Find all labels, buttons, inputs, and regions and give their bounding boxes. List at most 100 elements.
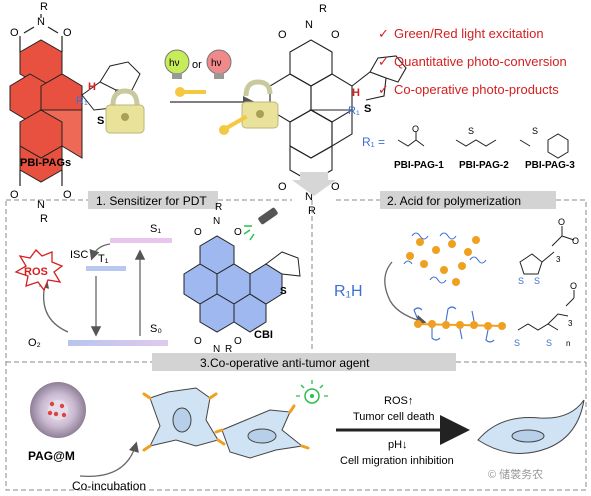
panel1-jablonski: S₁ T₁ ISC S₀ O₂ ROS — [14, 223, 172, 349]
atom-o-pag1: O — [412, 124, 419, 134]
atom-o-top-left-r: O — [278, 29, 287, 41]
panel1-title-bar — [88, 191, 218, 209]
atom-s-mon-2: S — [534, 276, 540, 286]
atom-o-bottom-right: O — [63, 189, 72, 201]
feature-check-3: ✓ — [378, 82, 389, 97]
cbi-molecule: R N O O S O O N R CBI — [183, 202, 301, 355]
ros-burst-icon: ROS — [14, 249, 64, 292]
atom-r-top: R — [40, 1, 48, 13]
panel2-polymerization: R₁H — [334, 217, 579, 348]
atom-o-cbi-tl: O — [194, 227, 202, 238]
atom-n-bottom: N — [37, 199, 45, 211]
atom-h-right-mol: H — [352, 87, 360, 99]
atom-n-cbi-bottom: N — [213, 344, 220, 355]
atom-o-pol-carbonyl: O — [570, 281, 577, 291]
lock-open-icon — [219, 79, 279, 135]
s1-level — [110, 238, 172, 243]
atom-o-bottom-left-r: O — [278, 181, 287, 193]
pbi-pag-molecule: R N O O O O N R S H R₁ — [9, 1, 145, 225]
flashlight-icon — [243, 207, 278, 241]
tumor-cell-1 — [142, 387, 226, 452]
label-pbi-pags: PBI-PAGs — [20, 157, 71, 169]
panel2-title-bar — [380, 191, 556, 209]
feature-list: ✓ Green/Red light excitation ✓ Quantitat… — [378, 26, 567, 97]
atom-s-pol-1: S — [514, 338, 520, 348]
r1h-arc-bottom — [387, 295, 427, 326]
atom-h-left-mol: H — [88, 81, 96, 93]
atom-o-top-right: O — [63, 27, 72, 39]
panel3-title: 3.Co-operative anti-tumor agent — [200, 356, 370, 370]
ros-up-label: ROS↑ — [384, 395, 413, 407]
atom-r-bottom: R — [40, 213, 48, 225]
coincubation-label: Co-incubation — [72, 479, 146, 493]
atom-s-right-mol: S — [364, 103, 371, 115]
pag-label-2: PBI-PAG-2 — [459, 160, 509, 171]
r1h-label: R₁H — [334, 283, 363, 300]
atom-n-cbi-top: N — [213, 216, 220, 227]
feature-item-2: Quantitative photo-conversion — [394, 54, 567, 69]
feature-item-1: Green/Red light excitation — [394, 26, 544, 41]
atom-n-bottom-r: N — [305, 191, 313, 203]
s0-level — [68, 340, 168, 346]
ros-label-p1: ROS — [24, 266, 48, 278]
panel2-title: 2. Acid for polymerization — [387, 194, 521, 208]
r1-definitions: R₁ = O S S PBI-PAG-1 PBI-PAG-2 PBI-PAG-3 — [362, 124, 575, 171]
sub-3-monomer: 3 — [556, 255, 561, 264]
migration-label: Cell migration inhibition — [340, 455, 454, 467]
tumor-cell-2 — [214, 404, 310, 459]
ph-down-label: pH↓ — [388, 439, 408, 451]
tumor-death-label: Tumor cell death — [353, 411, 435, 423]
feature-item-3: Co-operative photo-products — [394, 82, 559, 97]
s0-label: S₀ — [150, 323, 162, 335]
atom-r1-left-mol: R₁ — [76, 95, 88, 107]
green-lightbulb-icon — [296, 380, 328, 404]
isc-label: ISC — [70, 249, 88, 261]
lipoate-polymer: S S n 3 O — [514, 281, 577, 348]
panel1-title: 1. Sensitizer for PDT — [96, 194, 207, 208]
t1-label: T₁ — [98, 253, 109, 265]
pag-m-nanoparticle — [30, 382, 86, 438]
feature-check-2: ✓ — [378, 54, 389, 69]
monomer-chains — [403, 232, 487, 284]
light-excitation-group: hν or hν — [164, 49, 255, 108]
lipoate-monomer: S S 3 O O — [518, 217, 579, 286]
atom-o-cbi-br: O — [234, 336, 242, 347]
green-bulb-icon: hν — [164, 49, 190, 79]
red-bulb-icon: hν — [206, 49, 232, 79]
pag-m-label: PAG@M — [28, 449, 75, 463]
atom-r-top-r: R — [319, 3, 327, 15]
atom-o-mon-ester: O — [572, 236, 579, 246]
atom-s-pag3: S — [532, 126, 538, 136]
r1h-arc-top — [384, 261, 393, 297]
inhibited-cell — [477, 399, 585, 454]
feature-check-1: ✓ — [378, 26, 389, 41]
or-label: or — [192, 59, 202, 71]
panel3-title-bar — [152, 353, 456, 371]
atom-o-cbi-bl: O — [194, 336, 202, 347]
atom-s-pag2: S — [468, 126, 474, 136]
lock-closed-icon — [105, 88, 145, 134]
atom-s-left-mol: S — [97, 115, 104, 127]
atom-n-top: N — [37, 16, 45, 28]
r1-equals: R₁ = — [362, 135, 385, 149]
cbi-label: CBI — [254, 329, 273, 341]
atom-o-top-left: O — [10, 27, 19, 39]
s1-label: S₁ — [150, 223, 161, 235]
atom-o-top-right-r: O — [331, 29, 340, 41]
pag-label-1: PBI-PAG-1 — [394, 160, 444, 171]
atom-o-cbi-tr: O — [234, 227, 242, 238]
polymer-chain — [413, 306, 506, 343]
key-icon — [175, 87, 206, 97]
product-molecule: R N O O O O N R S H R₁ — [219, 3, 407, 217]
sub-n-polymer: n — [566, 339, 570, 348]
dashed-frame — [5, 199, 587, 491]
isc-arrow — [89, 243, 111, 261]
monomer-cluster — [406, 236, 480, 286]
hv-green: hν — [169, 58, 180, 69]
panel3-antitumor: PAG@M Co-incubation ROS↑ Tumor cell deat… — [28, 380, 585, 493]
o2-label: O₂ — [28, 337, 41, 349]
sub-3-polymer: 3 — [568, 319, 573, 328]
hv-red: hν — [211, 58, 222, 69]
pag-label-3: PBI-PAG-3 — [525, 160, 575, 171]
